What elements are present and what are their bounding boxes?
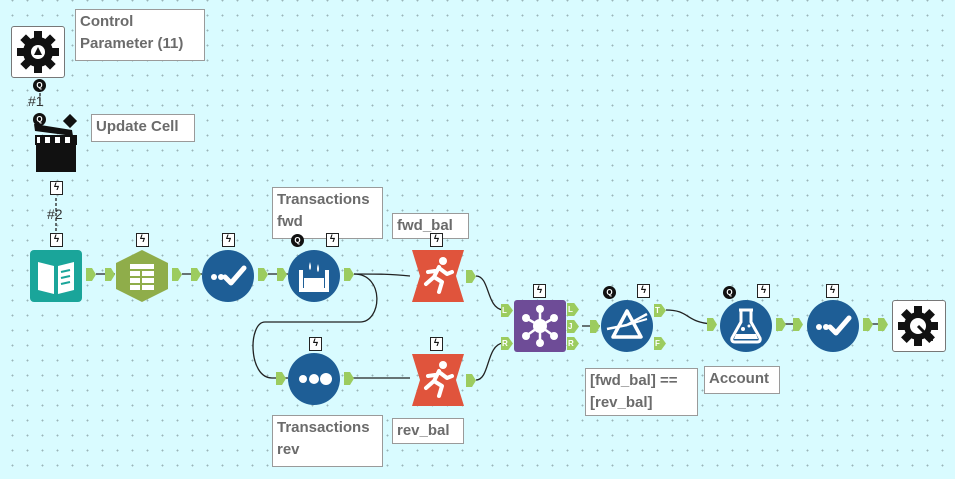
input-anchor[interactable] <box>277 268 287 281</box>
join-right-output-anchor[interactable]: R <box>567 337 579 350</box>
question-badge: Q <box>33 113 46 126</box>
output-anchor[interactable] <box>863 318 873 331</box>
filter-true-anchor[interactable]: T <box>654 304 666 317</box>
output-anchor[interactable] <box>258 268 268 281</box>
book-icon <box>30 250 82 302</box>
sort-rev-tool[interactable] <box>288 353 340 405</box>
question-badge: Q <box>603 286 616 299</box>
join-tool[interactable] <box>514 300 566 352</box>
join-left-input-anchor[interactable]: L <box>501 304 513 317</box>
lightning-badge: ϟ <box>50 233 63 247</box>
lightning-badge: ϟ <box>430 337 443 351</box>
container-icon <box>288 250 340 302</box>
lightning-badge: ϟ <box>533 284 546 298</box>
output-anchor[interactable] <box>466 374 476 387</box>
lightning-badge: ϟ <box>136 233 149 247</box>
output-anchor[interactable] <box>86 268 96 281</box>
account-label: Account <box>704 366 780 394</box>
output-anchor[interactable] <box>172 268 182 281</box>
lightning-badge: ϟ <box>222 233 235 247</box>
update-cell-label: Update Cell <box>91 114 195 142</box>
running-total-fwd-tool[interactable] <box>412 250 464 302</box>
join-left-output-anchor[interactable]: L <box>567 303 579 316</box>
macro-output-tool[interactable] <box>892 300 946 352</box>
join-right-input-anchor[interactable]: R <box>501 337 513 350</box>
input-anchor[interactable] <box>793 318 803 331</box>
filter-tool[interactable] <box>601 300 653 352</box>
join-join-output-anchor[interactable]: J <box>567 320 579 333</box>
lightning-badge: ϟ <box>326 233 339 247</box>
transactions-fwd-label: Transactions fwd <box>272 187 383 239</box>
network-icon <box>514 300 566 352</box>
runner-icon <box>412 250 464 302</box>
control-parameter-tool[interactable] <box>11 26 65 78</box>
select-tool-2[interactable] <box>807 300 859 352</box>
lightning-badge: ϟ <box>757 284 770 298</box>
sort-tool[interactable] <box>288 250 340 302</box>
action-tool[interactable] <box>32 114 82 174</box>
question-badge: Q <box>723 286 736 299</box>
lightning-badge: ϟ <box>50 181 63 195</box>
control-parameter-label: Control Parameter (11) <box>75 9 205 61</box>
select-tool[interactable] <box>202 250 254 302</box>
input-anchor[interactable] <box>878 318 888 331</box>
table-icon <box>116 250 168 302</box>
text-input-tool[interactable] <box>30 250 82 302</box>
flask-icon <box>720 300 772 352</box>
gear-icon <box>17 31 59 73</box>
lightning-badge: ϟ <box>637 284 650 298</box>
input-anchor[interactable] <box>590 320 600 333</box>
clapperboard-icon <box>34 114 78 172</box>
three-dots-icon <box>288 353 340 405</box>
filter-false-anchor[interactable]: F <box>654 337 666 350</box>
transactions-rev-label: Transactions rev <box>272 415 383 467</box>
question-badge: Q <box>33 79 46 92</box>
input-anchor[interactable] <box>191 268 201 281</box>
question-badge: Q <box>291 234 304 247</box>
formula-tool[interactable] <box>720 300 772 352</box>
rev-bal-label: rev_bal <box>392 418 464 444</box>
lightning-badge: ϟ <box>430 233 443 247</box>
prism-icon <box>601 300 653 352</box>
record-id-tool[interactable] <box>116 250 168 302</box>
filter-expression-label: [fwd_bal] == [rev_bal] <box>585 368 698 416</box>
lightning-badge: ϟ <box>309 337 322 351</box>
output-anchor[interactable] <box>776 318 786 331</box>
output-anchor[interactable] <box>466 270 476 283</box>
input-anchor[interactable] <box>276 372 286 385</box>
lightning-badge: ϟ <box>826 284 839 298</box>
output-anchor[interactable] <box>344 268 354 281</box>
tool-id-1: #1 <box>28 93 44 109</box>
input-anchor[interactable] <box>105 268 115 281</box>
gear-arrow-icon <box>898 306 938 346</box>
output-anchor[interactable] <box>344 372 354 385</box>
input-anchor[interactable] <box>707 318 717 331</box>
checkmark-icon <box>202 250 254 302</box>
tool-id-2: #2 <box>47 206 63 222</box>
checkmark-icon <box>807 300 859 352</box>
runner-icon <box>412 354 464 406</box>
running-total-rev-tool[interactable] <box>412 354 464 406</box>
